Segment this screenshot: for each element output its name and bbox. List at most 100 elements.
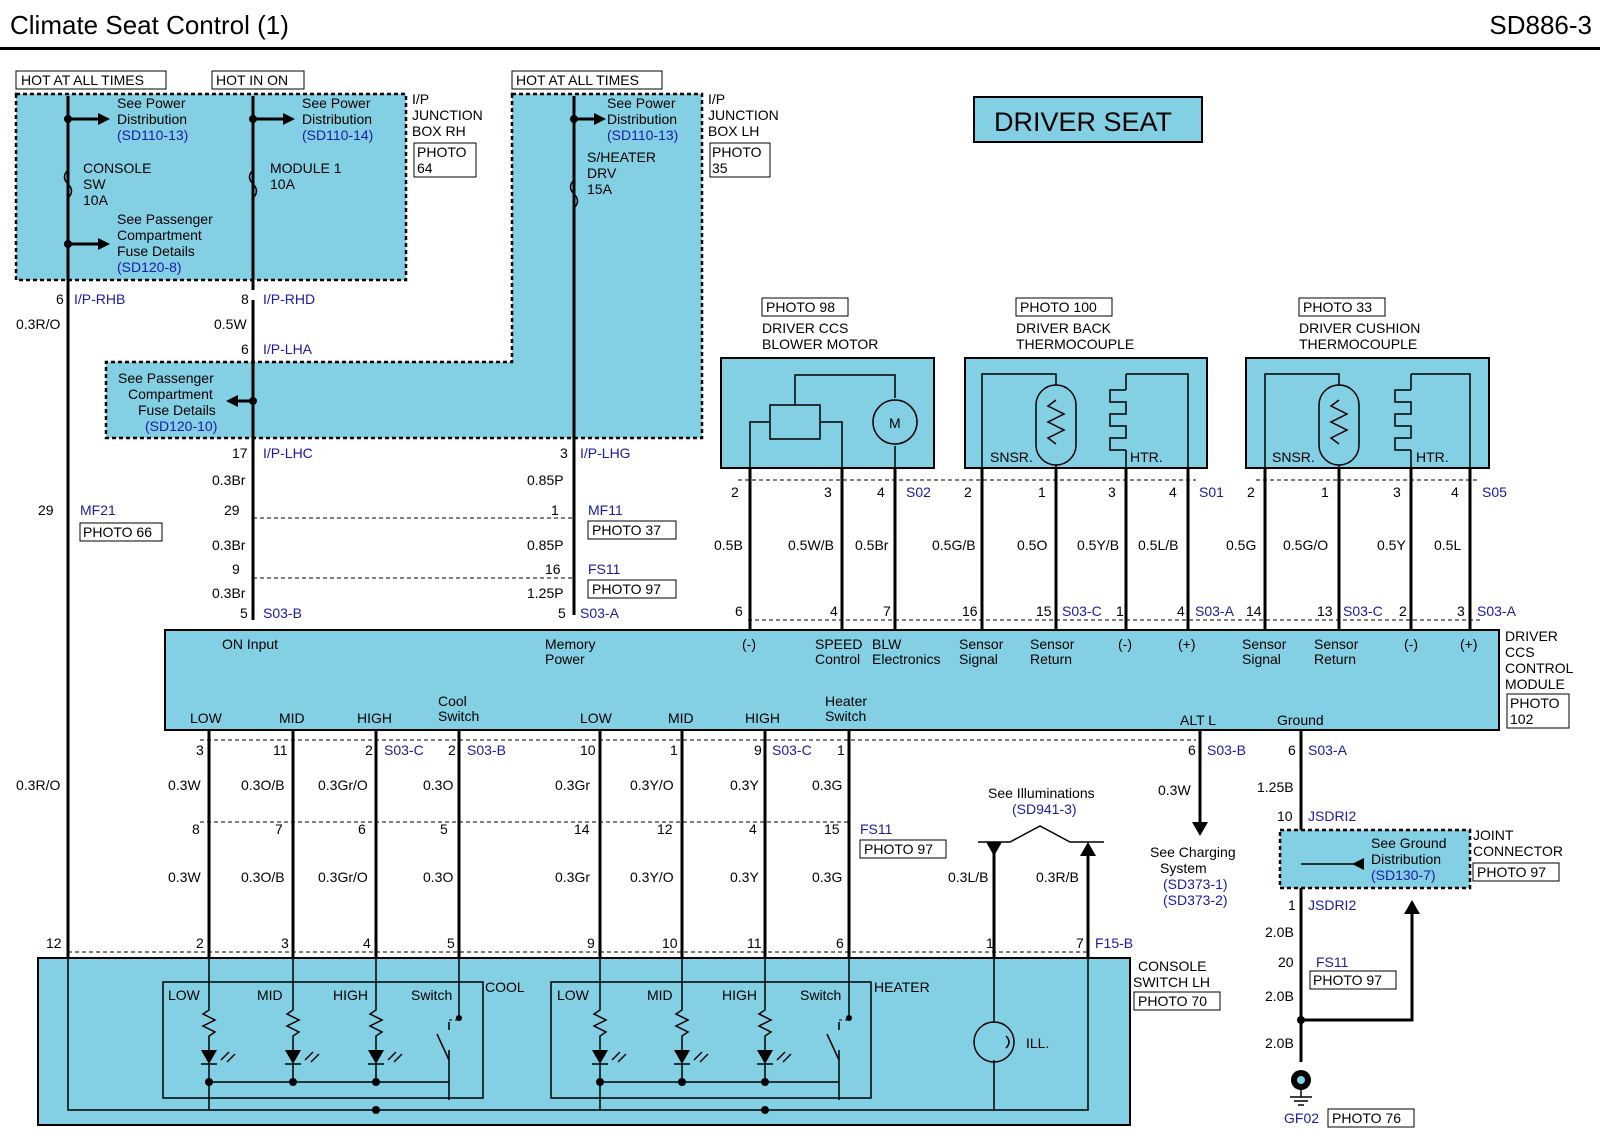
- pin-s03a: 5: [558, 605, 566, 621]
- charging-system: System: [1160, 860, 1207, 876]
- pin-top-11: 3: [1457, 603, 1465, 619]
- conn-s03b-alt: S03-B: [1207, 742, 1246, 758]
- jb-lh-2: JUNCTION: [708, 107, 779, 123]
- mod-speed: SPEED: [815, 636, 862, 652]
- wire-cush-3: 0.5Y: [1377, 537, 1406, 553]
- conn-s03a-top: S03-A: [580, 605, 620, 621]
- fuse-console-sw: SW: [83, 176, 106, 192]
- motor-name-2: BLOWER MOTOR: [762, 336, 878, 352]
- wire-gnd4: 2.0B: [1265, 1035, 1294, 1051]
- cushion-thermocouple-box: [1245, 357, 1490, 469]
- pin-ct-2: 1: [1321, 484, 1329, 500]
- jb-lh-3: BOX LH: [708, 123, 759, 139]
- wire-back-1: 0.5G/B: [932, 537, 976, 553]
- conn-fs11-upper: FS11: [588, 561, 621, 577]
- pin-fs11-b: 16: [545, 561, 561, 577]
- pin-top-8: 14: [1246, 603, 1262, 619]
- photo-97-upper: PHOTO 97: [592, 581, 661, 597]
- pin-top-9: 13: [1317, 603, 1333, 619]
- mod-low-2: LOW: [580, 710, 613, 726]
- conn-s03a-top-far: S03-A: [1477, 603, 1517, 619]
- pin-top-1: 6: [735, 603, 743, 619]
- conn-s03c-b1: S03-C: [384, 742, 424, 758]
- module-photo-num: 102: [1510, 711, 1534, 727]
- pin-ba-7: 9: [754, 742, 762, 758]
- pin-cs-9: 6: [836, 935, 844, 951]
- conn-s01: S01: [1199, 484, 1224, 500]
- jb-rh-1: I/P: [412, 91, 429, 107]
- snsr-back: SNSR.: [990, 449, 1033, 465]
- cush-name-1: DRIVER CUSHION: [1299, 320, 1420, 336]
- pin-ba-5: 10: [580, 742, 596, 758]
- pin-rhb: 6: [56, 291, 64, 307]
- console-switch-box: [37, 957, 1131, 1126]
- pin-ba-8: 1: [837, 742, 845, 758]
- mod-electronics: Electronics: [872, 651, 940, 667]
- joint-1: JOINT: [1473, 827, 1514, 843]
- back-name-1: DRIVER BACK: [1016, 320, 1112, 336]
- wire-r2-7: 0.3Y: [730, 869, 759, 885]
- joint-photo: PHOTO 97: [1477, 864, 1546, 880]
- mod-cool-switch: Switch: [438, 708, 479, 724]
- mod-heater: Heater: [825, 693, 867, 709]
- pin-cs-11: 7: [1076, 935, 1084, 951]
- photo-76: PHOTO 76: [1332, 1110, 1401, 1126]
- mod-high-1: HIGH: [357, 710, 392, 726]
- wire-rhd: 0.5W: [214, 316, 247, 332]
- wire-r2-3: 0.3Gr/O: [318, 869, 368, 885]
- pin-ba-4: 2: [448, 742, 456, 758]
- joint-2: CONNECTOR: [1473, 843, 1563, 859]
- jb-lh-photo: PHOTO: [712, 144, 762, 160]
- console-name-1: CONSOLE: [1138, 958, 1206, 974]
- ref-sd120-10: (SD120-10): [145, 418, 217, 434]
- mod-minus-3: (-): [1404, 636, 1418, 652]
- photo-37: PHOTO 37: [592, 522, 661, 538]
- jb-rh-2: JUNCTION: [412, 107, 483, 123]
- wire-r2-2: 0.3O/B: [241, 869, 285, 885]
- mod-memory: Memory: [545, 636, 596, 652]
- led-icon: [757, 1050, 773, 1064]
- pin-ba-3: 2: [365, 742, 373, 758]
- motor-icon: [872, 399, 918, 445]
- see-pass-2-b: Compartment: [128, 386, 213, 402]
- cush-name-2: THERMOCOUPLE: [1299, 336, 1417, 352]
- fuse-sheater-name: S/HEATER: [587, 149, 656, 165]
- cs-mid-2: MID: [647, 987, 673, 1003]
- see-power-2: See Power: [302, 95, 371, 111]
- wire-gnd2: 2.0B: [1265, 924, 1294, 940]
- conn-s03c-top: S03-C: [1062, 603, 1102, 619]
- mod-mid-2: MID: [668, 710, 694, 726]
- pin-top-4: 16: [962, 603, 978, 619]
- motor-name-1: DRIVER CCS: [762, 320, 848, 336]
- pin-bt-1: 2: [964, 484, 972, 500]
- see-pass-2-c: Fuse Details: [138, 402, 216, 418]
- photo-98: PHOTO 98: [766, 299, 835, 315]
- mod-sensor-3: Sensor: [1242, 636, 1287, 652]
- pin-top-5: 15: [1036, 603, 1052, 619]
- hot-label-1: HOT AT ALL TIMES: [21, 72, 144, 88]
- wire-r1-3: 0.3Gr/O: [318, 777, 368, 793]
- mod-plus-2: (+): [1460, 636, 1478, 652]
- module-name-1: DRIVER: [1505, 628, 1558, 644]
- conn-s03b-top: S03-B: [263, 605, 302, 621]
- pin-rhd: 8: [241, 291, 249, 307]
- see-ground: See Ground: [1371, 835, 1447, 851]
- jb-rh-3: BOX RH: [412, 123, 466, 139]
- photo-66: PHOTO 66: [83, 524, 152, 540]
- wire-rhb: 0.3R/O: [16, 316, 60, 332]
- pin-bb-3: 6: [358, 821, 366, 837]
- pin-bm-1: 2: [731, 484, 739, 500]
- cs-heater: HEATER: [874, 979, 930, 995]
- ref-sd130-7: (SD130-7): [1371, 867, 1436, 883]
- wire-r2-5: 0.3Gr: [555, 869, 590, 885]
- fuse-sheater-drv: DRV: [587, 165, 617, 181]
- wire-r1-4: 0.3O: [423, 777, 453, 793]
- mod-return-2: Return: [1314, 651, 1356, 667]
- pin-top-10: 2: [1399, 603, 1407, 619]
- pin-cs-8: 11: [747, 935, 762, 951]
- pin-bm-3: 4: [877, 484, 885, 500]
- cs-cool: COOL: [485, 979, 525, 995]
- mod-sensor-4: Sensor: [1314, 636, 1359, 652]
- conn-lha: I/P-LHA: [263, 341, 313, 357]
